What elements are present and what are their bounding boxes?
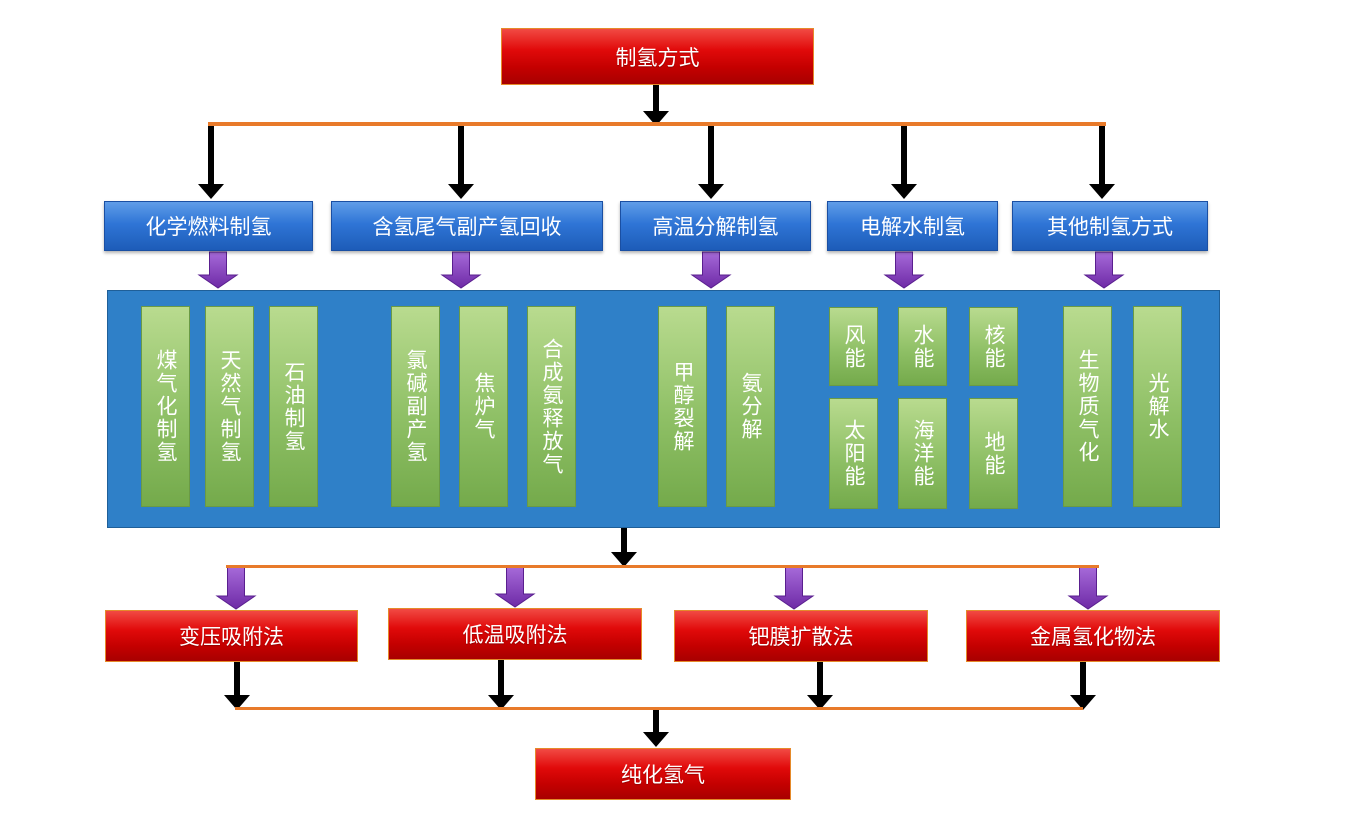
method-nuclear: 核能 <box>969 307 1018 386</box>
arrow-to-category-water-electrolysis <box>891 126 917 199</box>
purification-merge-line <box>235 707 1083 710</box>
purification-metal-hydride-label: 金属氢化物法 <box>1030 625 1156 649</box>
purification-palladium-membrane: 钯膜扩散法 <box>674 610 928 662</box>
method-wind-label: 风能 <box>842 323 866 370</box>
category-connector-line <box>208 122 1106 126</box>
method-biomass-gasification-label: 生物质气化 <box>1076 349 1100 464</box>
arrow-to-purification-psa <box>215 566 257 610</box>
arrow-methods-to-purification <box>611 528 637 567</box>
method-petroleum: 石油制氢 <box>269 306 318 507</box>
method-solar-label: 太阳能 <box>842 419 866 488</box>
purified-hydrogen-box: 纯化氢气 <box>535 748 791 800</box>
arrow-other-to-methods <box>1083 251 1125 289</box>
method-chlor-alkali-label: 氯碱副产氢 <box>404 349 428 464</box>
method-coal-gasification-label: 煤气化制氢 <box>154 349 178 464</box>
purified-hydrogen-label: 纯化氢气 <box>621 763 705 787</box>
method-ammonia-decomposition: 氨分解 <box>726 306 775 507</box>
arrow-to-category-other-methods <box>1089 126 1115 199</box>
arrow-thermal-to-methods <box>690 251 732 289</box>
method-photolysis: 光解水 <box>1133 306 1182 507</box>
arrow-title-to-categories <box>643 85 669 126</box>
category-tail-gas-recovery: 含氢尾气副产氢回收 <box>331 201 603 251</box>
production-methods-title: 制氢方式 <box>615 45 700 70</box>
arrow-tail-gas-to-methods <box>440 251 482 289</box>
category-other-methods-label: 其他制氢方式 <box>1047 215 1173 239</box>
production-methods-title-box: 制氢方式 <box>501 28 814 85</box>
purification-psa-label: 变压吸附法 <box>179 625 284 649</box>
arrow-psa-to-merge <box>224 662 250 710</box>
arrow-to-category-tail-gas-recovery <box>448 126 474 199</box>
method-nuclear-label: 核能 <box>982 323 1006 370</box>
arrow-to-purification-cryogenic <box>494 566 536 608</box>
purification-cryogenic-adsorption-label: 低温吸附法 <box>462 623 568 647</box>
method-photolysis-label: 光解水 <box>1146 372 1170 441</box>
category-chemical-fuel-label: 化学燃料制氢 <box>145 215 272 239</box>
method-chlor-alkali: 氯碱副产氢 <box>391 306 440 507</box>
arrow-cryogenic-to-merge <box>488 660 514 710</box>
category-other-methods: 其他制氢方式 <box>1012 201 1208 251</box>
category-thermal-decomposition: 高温分解制氢 <box>620 201 811 251</box>
category-tail-gas-recovery-label: 含氢尾气副产氢回收 <box>372 215 562 239</box>
method-ammonia-decomposition-label: 氨分解 <box>739 372 763 441</box>
arrow-to-purification-palladium <box>773 566 815 610</box>
method-methanol-cracking: 甲醇裂解 <box>658 306 707 507</box>
arrow-metal-hydride-to-merge <box>1070 662 1096 710</box>
method-coal-gasification: 煤气化制氢 <box>141 306 190 507</box>
category-chemical-fuel: 化学燃料制氢 <box>104 201 313 251</box>
method-ammonia-purge-gas: 合成氨释放气 <box>527 306 576 507</box>
method-geothermal: 地能 <box>969 398 1018 509</box>
method-ammonia-purge-gas-label: 合成氨释放气 <box>540 337 564 476</box>
method-coke-oven-gas: 焦炉气 <box>459 306 508 507</box>
purification-psa: 变压吸附法 <box>105 610 358 662</box>
method-natural-gas-label: 天然气制氢 <box>218 349 242 464</box>
arrow-merge-to-purified-hydrogen <box>643 710 669 747</box>
method-biomass-gasification: 生物质气化 <box>1063 306 1112 507</box>
arrow-chemical-fuel-to-methods <box>197 251 239 289</box>
method-hydro-label: 水能 <box>911 323 935 370</box>
category-water-electrolysis-label: 电解水制氢 <box>860 215 965 239</box>
arrow-electrolysis-to-methods <box>883 251 925 289</box>
purification-cryogenic-adsorption: 低温吸附法 <box>388 608 642 660</box>
method-ocean: 海洋能 <box>898 398 947 509</box>
method-coke-oven-gas-label: 焦炉气 <box>472 372 496 441</box>
method-geothermal-label: 地能 <box>982 430 1006 477</box>
method-methanol-cracking-label: 甲醇裂解 <box>671 360 695 453</box>
arrow-to-category-thermal-decomposition <box>698 126 724 199</box>
arrow-to-category-chemical-fuel <box>198 126 224 199</box>
method-solar: 太阳能 <box>829 398 878 509</box>
arrow-to-purification-metal-hydride <box>1067 566 1109 610</box>
arrow-palladium-to-merge <box>807 662 833 710</box>
method-petroleum-label: 石油制氢 <box>282 360 306 453</box>
category-water-electrolysis: 电解水制氢 <box>827 201 998 251</box>
purification-palladium-membrane-label: 钯膜扩散法 <box>748 625 854 649</box>
purification-split-line <box>226 565 1099 568</box>
method-wind: 风能 <box>829 307 878 386</box>
method-ocean-label: 海洋能 <box>911 419 935 488</box>
purification-metal-hydride: 金属氢化物法 <box>966 610 1220 662</box>
category-thermal-decomposition-label: 高温分解制氢 <box>652 215 779 239</box>
method-natural-gas: 天然气制氢 <box>205 306 254 507</box>
method-hydro: 水能 <box>898 307 947 386</box>
